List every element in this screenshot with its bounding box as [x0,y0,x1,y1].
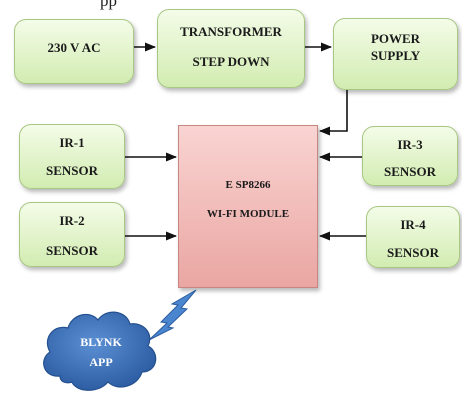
ir3-sensor-block: IR-3 SENSOR [362,126,458,186]
transformer-label-line1: TRANSFORMER [180,24,282,39]
ir4-label-line2: SENSOR [386,245,440,260]
ir1-label-line2: SENSOR [45,163,99,178]
arrow-power-to-esp [318,90,348,136]
ir4-label-line1: IR-4 [400,217,426,232]
esp8266-module-block: E SP8266 WI-FI MODULE [178,125,318,288]
ac-supply-label: 230 V AC [47,40,101,55]
ir2-sensor-block: IR-2 SENSOR [19,202,125,267]
blynk-cloud-icon [43,311,157,391]
ir4-sensor-block: IR-4 SENSOR [366,206,460,268]
ir3-label-line1: IR-3 [397,137,423,152]
wireless-link-icon [148,289,197,341]
power-supply-label-line2: SUPPLY [370,48,421,63]
ir2-label-line2: SENSOR [45,243,99,258]
power-supply-block: POWER SUPPLY [333,18,458,90]
transformer-block: TRANSFORMER STEP DOWN [157,9,305,88]
ir3-label-line2: SENSOR [383,164,437,179]
esp-label-line1: E SP8266 [225,179,271,191]
blynk-label-line1: BLYNK [80,335,122,349]
transformer-label-line2: STEP DOWN [192,54,270,69]
ac-supply-block: 230 V AC [14,19,134,84]
power-supply-label-line1: POWER [370,31,421,46]
top-cropped-text: pp [100,0,117,10]
blynk-label-line2: APP [89,355,113,369]
ir2-label-line1: IR-2 [59,213,85,228]
ir1-label-line1: IR-1 [59,135,85,150]
ir1-sensor-block: IR-1 SENSOR [19,124,125,189]
esp-label-line2: WI-FI MODULE [206,208,290,220]
